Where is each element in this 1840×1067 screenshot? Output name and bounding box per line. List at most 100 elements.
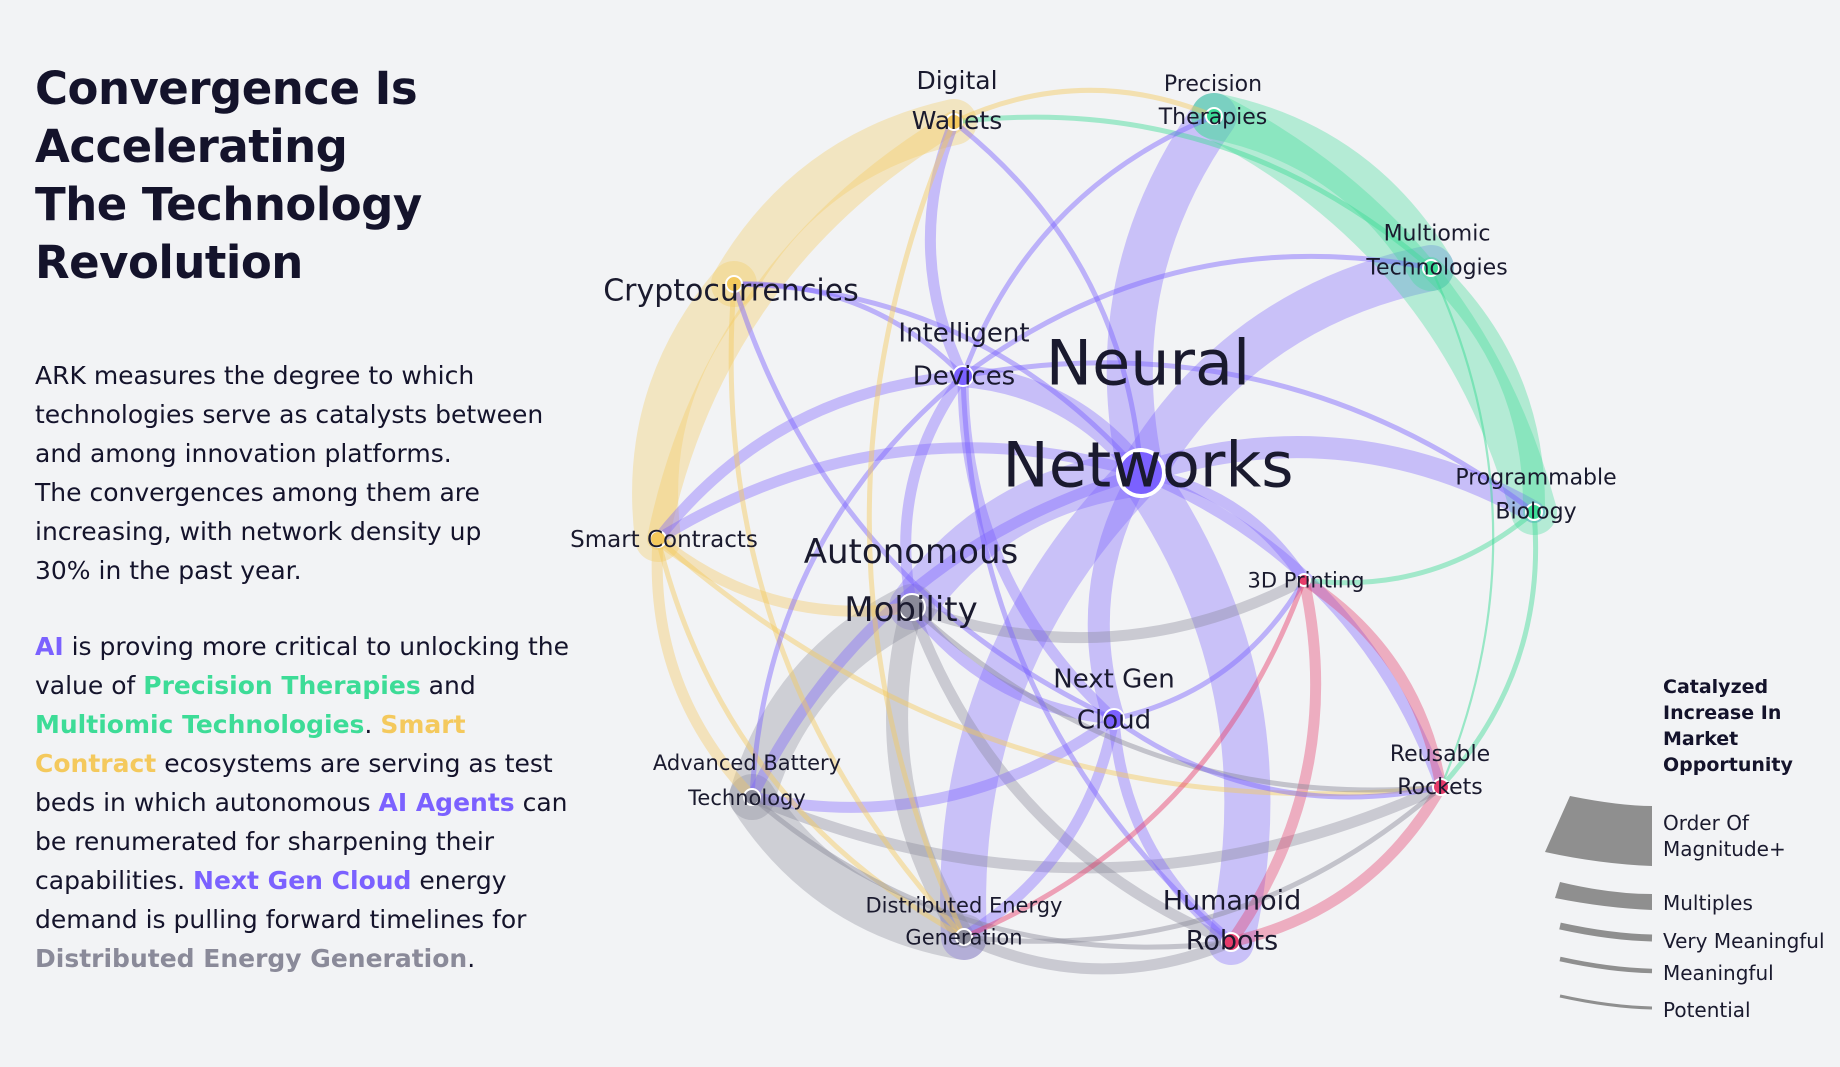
node-label-line: Cloud	[1077, 706, 1151, 736]
intro-line: The convergences among them are	[35, 478, 480, 507]
node-cc[interactable]	[725, 275, 743, 293]
para-text: .	[467, 944, 476, 973]
edge-rr-mt	[1429, 266, 1495, 789]
node-id[interactable]	[952, 365, 974, 387]
legend-label-line: Magnitude+	[1663, 837, 1786, 861]
edge-layer	[632, 87, 1557, 975]
edge-pt-pb	[1191, 93, 1557, 535]
edge-ab-hr	[749, 794, 1234, 950]
para-text: .	[364, 710, 381, 739]
highlights-paragraph: AI is proving more critical to unlocking…	[35, 627, 575, 978]
edge-pt-id	[960, 113, 1217, 379]
para-text: and	[420, 671, 476, 700]
edge-dw-de	[866, 119, 967, 940]
node-ng[interactable]	[1103, 708, 1125, 730]
node-mt[interactable]	[1422, 259, 1440, 277]
edge-am-tp	[906, 574, 1310, 644]
edge-de-ng	[958, 713, 1120, 943]
edge-nn-ng	[1087, 462, 1152, 730]
node-label-line: Digital	[916, 66, 997, 95]
legend-title-line: Opportunity	[1663, 754, 1793, 776]
node-de[interactable]	[955, 928, 973, 946]
legend-swatch-order-of-magnitude	[1545, 796, 1652, 866]
edge-pb-id	[960, 360, 1537, 515]
legend-title-line: Increase In	[1663, 702, 1782, 724]
node-label-line: Mobility	[844, 590, 978, 630]
node-layer	[649, 107, 1543, 952]
legend-title-line: Catalyzed	[1663, 676, 1769, 698]
node-label-line: Multiomic	[1384, 222, 1491, 247]
legend-label-multiples: Multiples	[1663, 891, 1753, 915]
node-label-sc: Smart Contracts	[570, 527, 758, 553]
highlight-distributed-energy: Distributed Energy Generation	[35, 944, 468, 973]
edge-nn-sc	[652, 442, 1147, 545]
node-label-line: Neural	[1046, 327, 1251, 400]
highlight-ai-agents: AI Agents	[378, 788, 515, 817]
legend-swatch-potential	[1559, 994, 1653, 1010]
node-am[interactable]	[898, 593, 926, 621]
legend-label-line: Order Of	[1663, 811, 1749, 835]
edge-ng-tp	[1111, 577, 1307, 722]
edge-tp-pb	[1301, 509, 1537, 586]
edge-nn-mt	[1118, 245, 1454, 496]
node-pt[interactable]	[1205, 107, 1223, 125]
intro-paragraph: ARK measures the degree to which technol…	[35, 356, 575, 590]
node-hr[interactable]	[1221, 932, 1241, 952]
edge-mt-dw	[951, 114, 1434, 271]
edge-ng-hr	[1108, 713, 1237, 948]
edge-mt-pb	[1420, 257, 1546, 523]
node-label-line: Advanced Battery	[653, 751, 841, 775]
edge-cc-ng	[731, 281, 1117, 722]
title-line-1: Convergence Is Accelerating	[35, 62, 418, 173]
node-label-line: Devices	[913, 362, 1015, 392]
edge-tp-de	[961, 577, 1307, 940]
highlight-ai: AI	[35, 632, 64, 661]
edge-am-id	[900, 370, 969, 613]
legend-swatches	[1545, 796, 1653, 1010]
para-text: ecosystems are serving as test beds in w…	[35, 749, 553, 817]
node-label-cc: Cryptocurrencies	[603, 274, 859, 309]
edge-tp-rr	[1298, 574, 1447, 793]
edge-ng-id	[957, 370, 1120, 725]
highlight-multiomic-technologies: Multiomic Technologies	[35, 710, 365, 739]
edge-sc-ab	[651, 533, 758, 803]
edge-am-rr	[909, 604, 1444, 793]
edge-de-hr	[958, 931, 1237, 975]
node-label-line: Intelligent	[898, 319, 1029, 349]
node-dw[interactable]	[945, 113, 963, 131]
node-nn[interactable]	[1116, 448, 1166, 498]
para-text: is proving more critical to unlocking th…	[35, 632, 570, 700]
edge-nn-am	[889, 450, 1164, 630]
node-sc[interactable]	[649, 530, 667, 548]
node-label-line: Autonomous	[804, 532, 1018, 572]
legend-swatch-multiples	[1555, 882, 1652, 910]
edge-am-ab	[729, 584, 935, 820]
node-label-line: Distributed Energy	[866, 893, 1063, 917]
edge-hr-rr	[1225, 781, 1447, 948]
node-ab[interactable]	[743, 788, 761, 806]
edge-nn-id	[952, 365, 1152, 484]
node-pb[interactable]	[1525, 503, 1543, 521]
node-label-line: Biology	[1495, 500, 1576, 525]
node-rr[interactable]	[1432, 778, 1450, 796]
node-label-line: Generation	[905, 925, 1022, 949]
edge-cc-sc	[632, 261, 757, 562]
edge-nn-rr	[1135, 467, 1447, 793]
node-tp[interactable]	[1297, 573, 1311, 587]
edge-sc-id	[652, 370, 969, 545]
edge-dw-id	[924, 116, 969, 382]
edge-nn-de	[940, 450, 1164, 960]
node-label-line: Wallets	[912, 106, 1003, 135]
node-label-line: Rockets	[1397, 775, 1482, 800]
node-label-line: Technology	[687, 786, 806, 810]
